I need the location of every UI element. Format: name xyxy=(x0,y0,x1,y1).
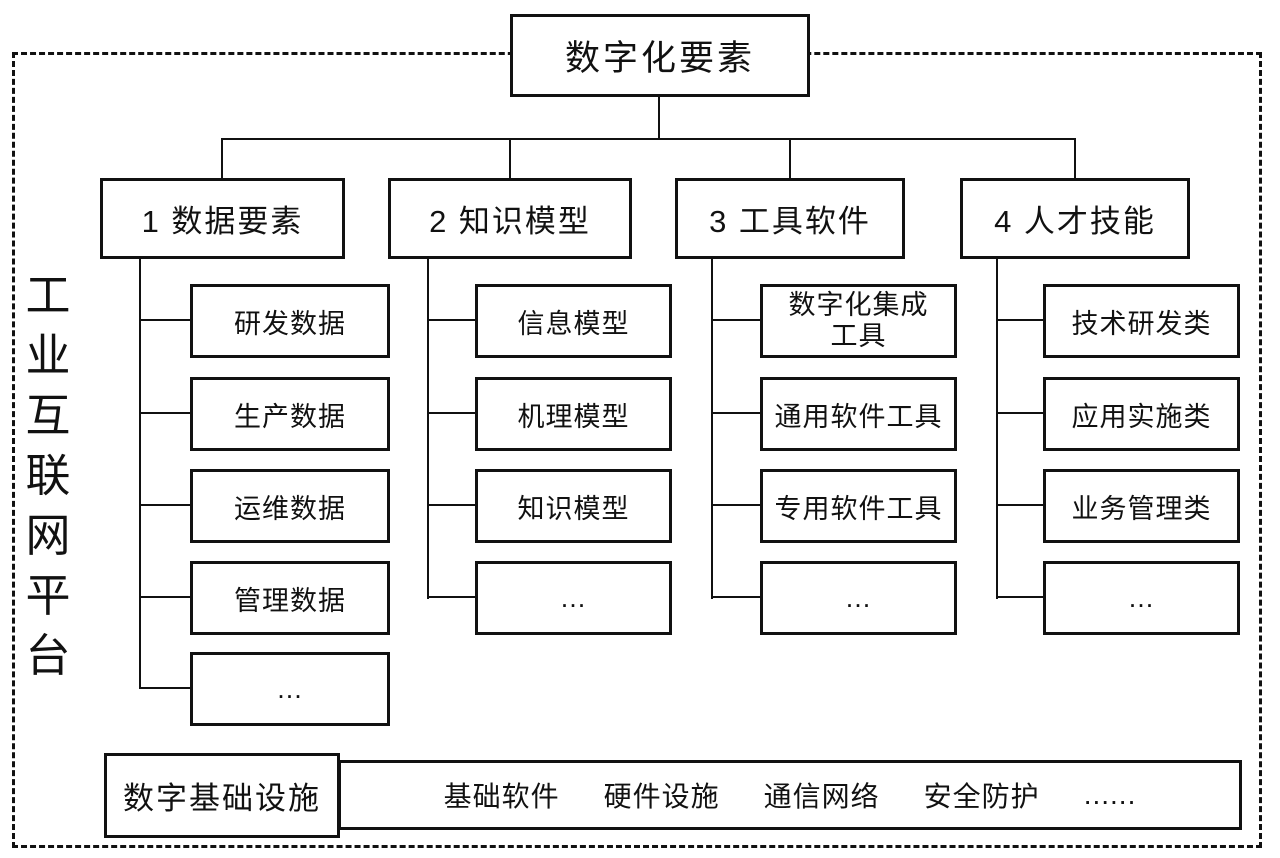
connector-col4-stub-4 xyxy=(996,596,1045,598)
root-node: 数字化要素 xyxy=(510,14,810,97)
node-business-management-category: 业务管理类 xyxy=(1043,469,1240,543)
connector-col2-stub-4 xyxy=(427,596,477,598)
connector-col1-stub-2 xyxy=(139,412,192,414)
node-tools-ellipsis: ... xyxy=(760,561,957,635)
connector-col3-stub-3 xyxy=(711,504,762,506)
infrastructure-bar: 基础软件 硬件设施 通信网络 安全防护 ...... xyxy=(338,760,1242,830)
node-management-data: 管理数据 xyxy=(190,561,390,635)
node-data-ellipsis: ... xyxy=(190,652,390,726)
infrastructure-item-hardware-facilities: 硬件设施 xyxy=(603,781,720,812)
node-information-model: 信息模型 xyxy=(475,284,672,358)
node-rd-data: 研发数据 xyxy=(190,284,390,358)
connector-col3-stub-4 xyxy=(711,596,762,598)
connector-col1-stub-3 xyxy=(139,504,192,506)
node-general-software-tools: 通用软件工具 xyxy=(760,377,957,451)
connector-drop-col3 xyxy=(789,139,791,178)
connector-col3-stub-1 xyxy=(711,319,762,321)
infrastructure-item-communication-network: 通信网络 xyxy=(763,781,880,812)
node-model-ellipsis: ... xyxy=(475,561,672,635)
connector-col3-spine xyxy=(711,259,713,599)
connector-root-stem xyxy=(658,96,660,140)
node-knowledge-models: 2 知识模型 xyxy=(388,178,632,259)
connector-col2-stub-2 xyxy=(427,412,477,414)
node-operation-maintenance-data: 运维数据 xyxy=(190,469,390,543)
connector-col4-stub-1 xyxy=(996,319,1045,321)
connector-drop-col2 xyxy=(509,139,511,178)
node-mechanism-model: 机理模型 xyxy=(475,377,672,451)
connector-col1-stub-1 xyxy=(139,319,192,321)
node-tool-software: 3 工具软件 xyxy=(675,178,905,259)
connector-col1-stub-5 xyxy=(139,687,192,689)
connector-col2-stub-3 xyxy=(427,504,477,506)
node-talent-skills: 4 人才技能 xyxy=(960,178,1190,259)
infrastructure-item-security-protection: 安全防护 xyxy=(923,781,1040,812)
connector-col1-spine xyxy=(139,259,141,689)
node-production-data: 生产数据 xyxy=(190,377,390,451)
connector-col2-spine xyxy=(427,259,429,599)
infrastructure-items: 基础软件 硬件设施 通信网络 安全防护 ...... xyxy=(444,775,1137,815)
connector-drop-col1 xyxy=(221,139,223,178)
node-digital-integration-tools: 数字化集成工具 xyxy=(760,284,957,358)
node-special-software-tools: 专用软件工具 xyxy=(760,469,957,543)
connector-col4-stub-2 xyxy=(996,412,1045,414)
infrastructure-item-ellipsis: ...... xyxy=(1083,779,1137,810)
infrastructure-item-basic-software: 基础软件 xyxy=(443,781,560,812)
connector-col1-stub-4 xyxy=(139,596,192,598)
node-application-implementation-category: 应用实施类 xyxy=(1043,377,1240,451)
infrastructure-title: 数字基础设施 xyxy=(104,753,340,838)
connector-col4-stub-3 xyxy=(996,504,1045,506)
node-data-elements: 1 数据要素 xyxy=(100,178,345,259)
connector-col2-stub-1 xyxy=(427,319,477,321)
node-knowledge-model: 知识模型 xyxy=(475,469,672,543)
connector-bus xyxy=(221,138,1076,140)
connector-col3-stub-2 xyxy=(711,412,762,414)
connector-drop-col4 xyxy=(1074,139,1076,178)
node-digital-integration-tools-label: 数字化集成工具 xyxy=(788,289,929,351)
node-tech-rd-category: 技术研发类 xyxy=(1043,284,1240,358)
platform-label: 工业互联网平台 xyxy=(25,270,71,681)
node-talent-ellipsis: ... xyxy=(1043,561,1240,635)
connector-col4-spine xyxy=(996,259,998,599)
